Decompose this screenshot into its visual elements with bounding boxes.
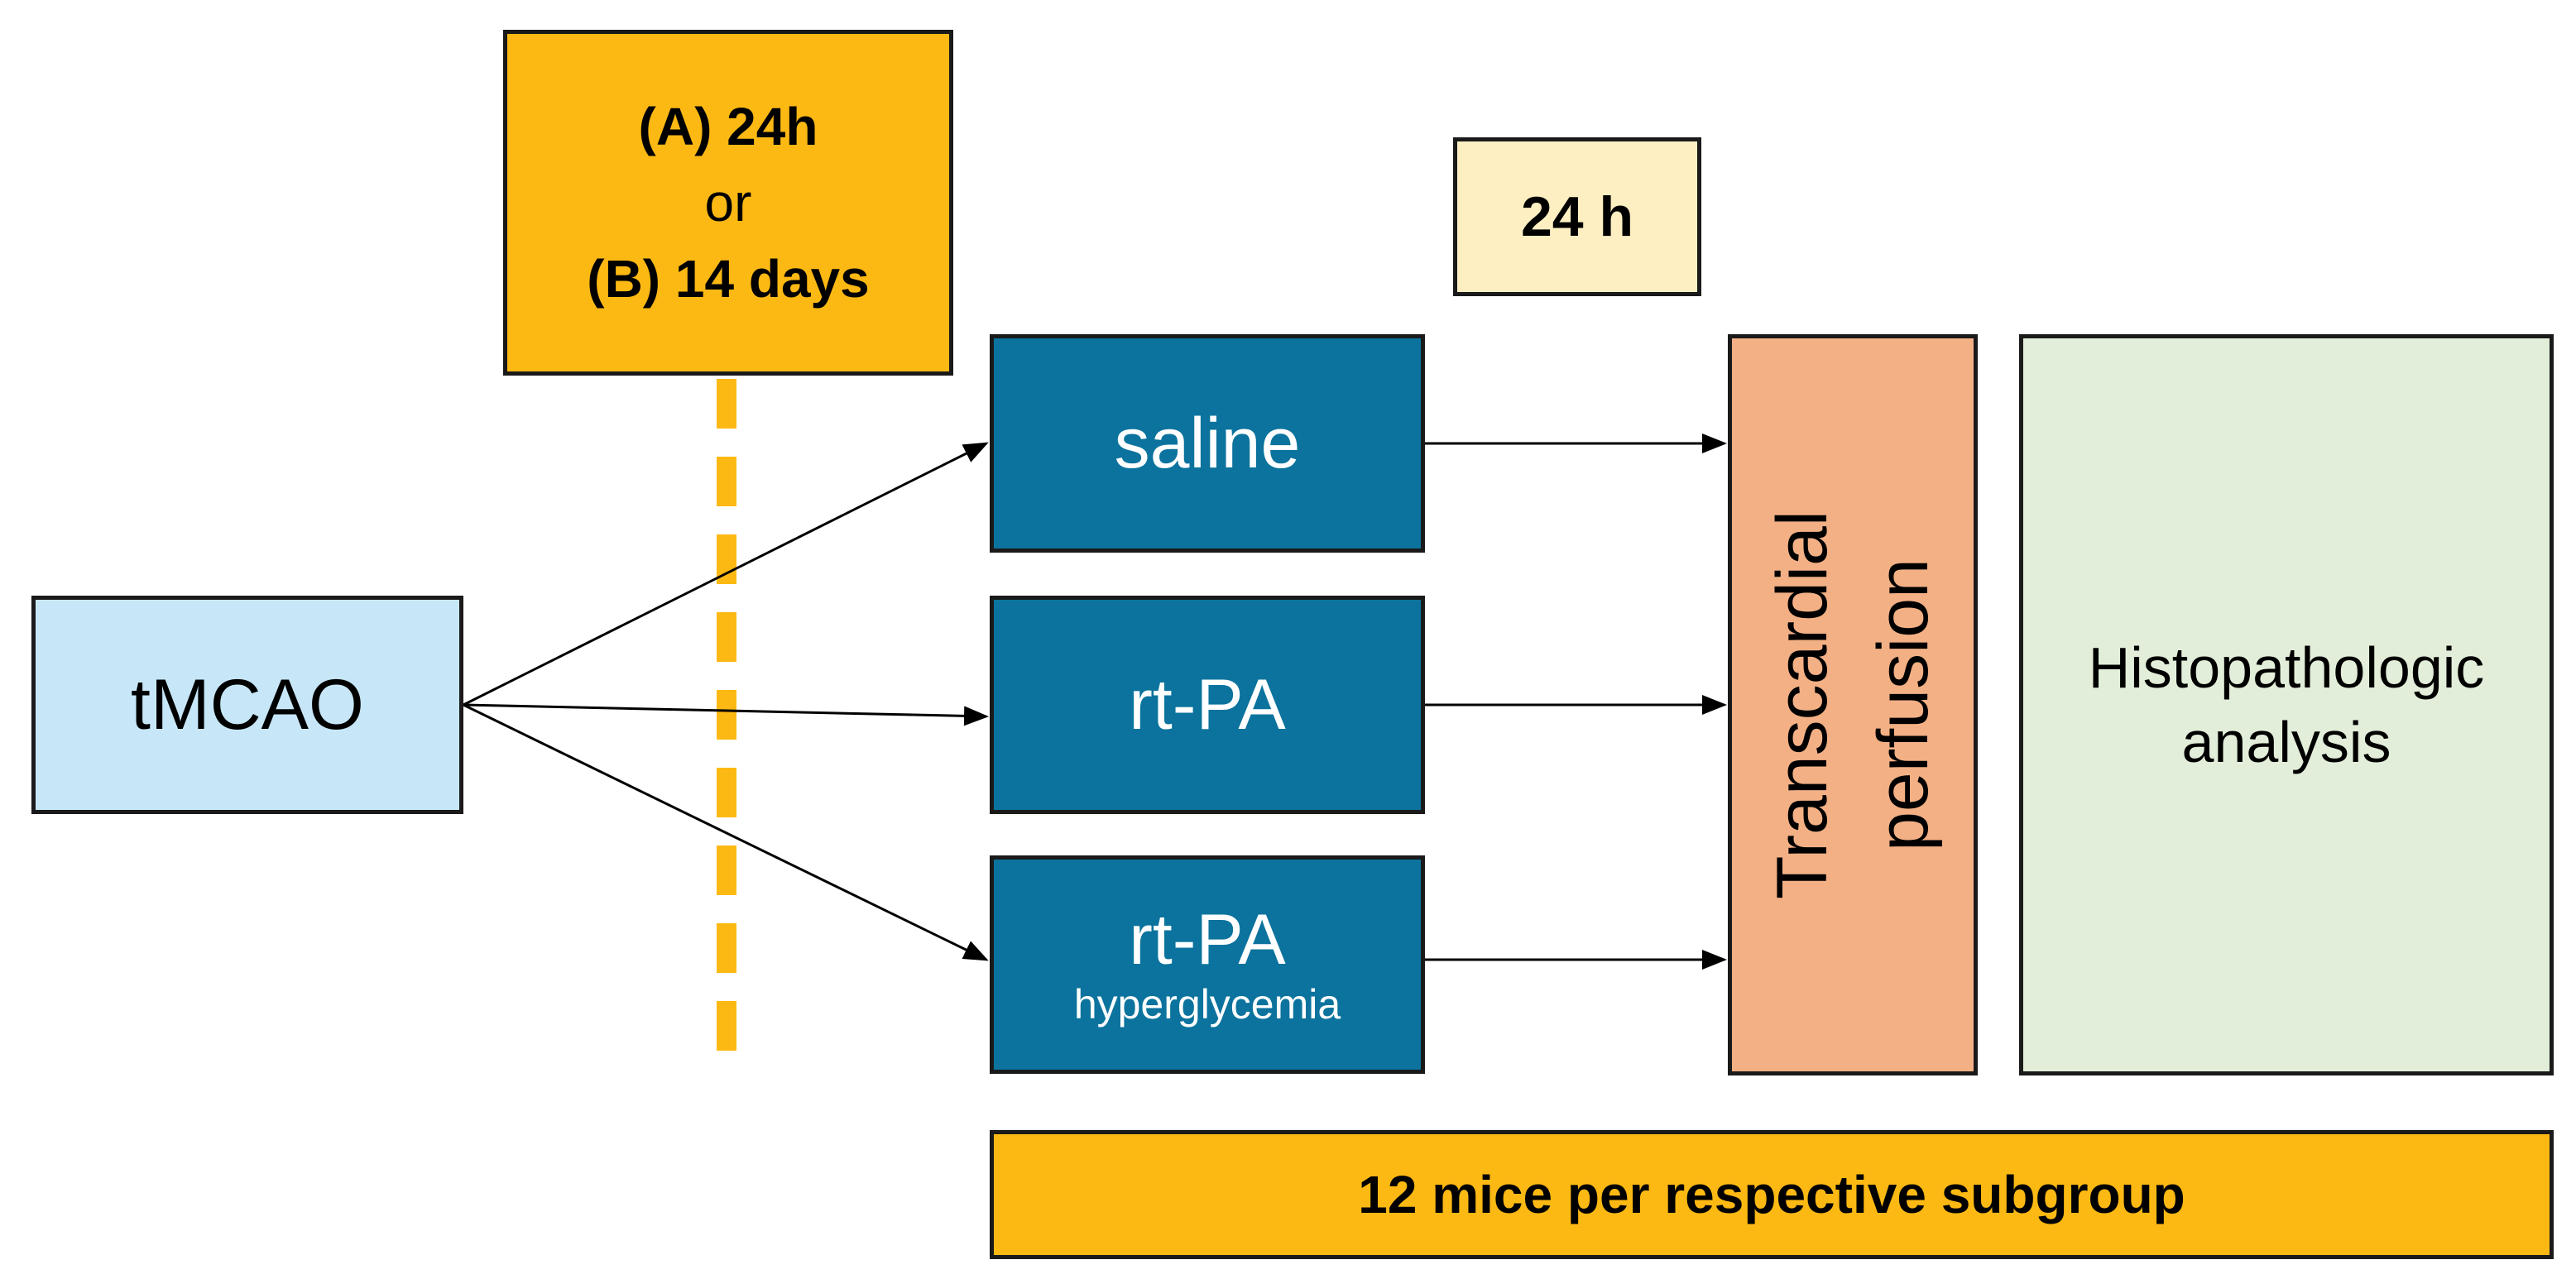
analysis-line-1: Histopathologic	[2088, 635, 2485, 700]
analysis-box: Histopathologic analysis	[2019, 334, 2554, 1075]
treatment-saline-box: saline	[990, 334, 1425, 553]
perfusion-text: Transcardial perfusion	[1752, 510, 1954, 899]
timepoint-line-or: or	[704, 173, 752, 232]
timepoint-box: (A) 24h or (B) 14 days	[503, 30, 953, 376]
analysis-line-2: analysis	[2181, 710, 2391, 774]
timepoint-line-a: (A) 24h	[638, 97, 818, 156]
treatment-rtpa-box: rt-PA	[990, 596, 1425, 814]
treatment-label: rt-PA	[1129, 664, 1286, 745]
perfusion-box: Transcardial perfusion	[1728, 334, 1978, 1075]
treatment-label: rt-PA	[1129, 900, 1286, 980]
subgroup-banner: 12 mice per respective subgroup	[990, 1130, 2554, 1259]
treatment-sublabel: hyperglycemia	[1073, 981, 1341, 1028]
timepoint-line-b: (B) 14 days	[587, 249, 870, 309]
interval-box: 24 h	[1453, 137, 1701, 296]
tmcao-box: tMCAO	[31, 596, 463, 814]
perfusion-line-1: Transcardial	[1763, 510, 1843, 899]
treatment-label: saline	[1114, 403, 1301, 483]
arrow-to-rtpa-hyperglycemia	[463, 703, 989, 961]
tmcao-label: tMCAO	[131, 664, 364, 745]
perfusion-line-2: perfusion	[1864, 558, 1944, 851]
subgroup-label: 12 mice per respective subgroup	[1358, 1165, 2185, 1224]
interval-label: 24 h	[1520, 185, 1634, 248]
arrow-to-saline	[463, 442, 989, 707]
treatment-rtpa-hyperglycemia-box: rt-PA hyperglycemia	[990, 855, 1425, 1074]
arrow-to-rtpa	[463, 703, 989, 726]
